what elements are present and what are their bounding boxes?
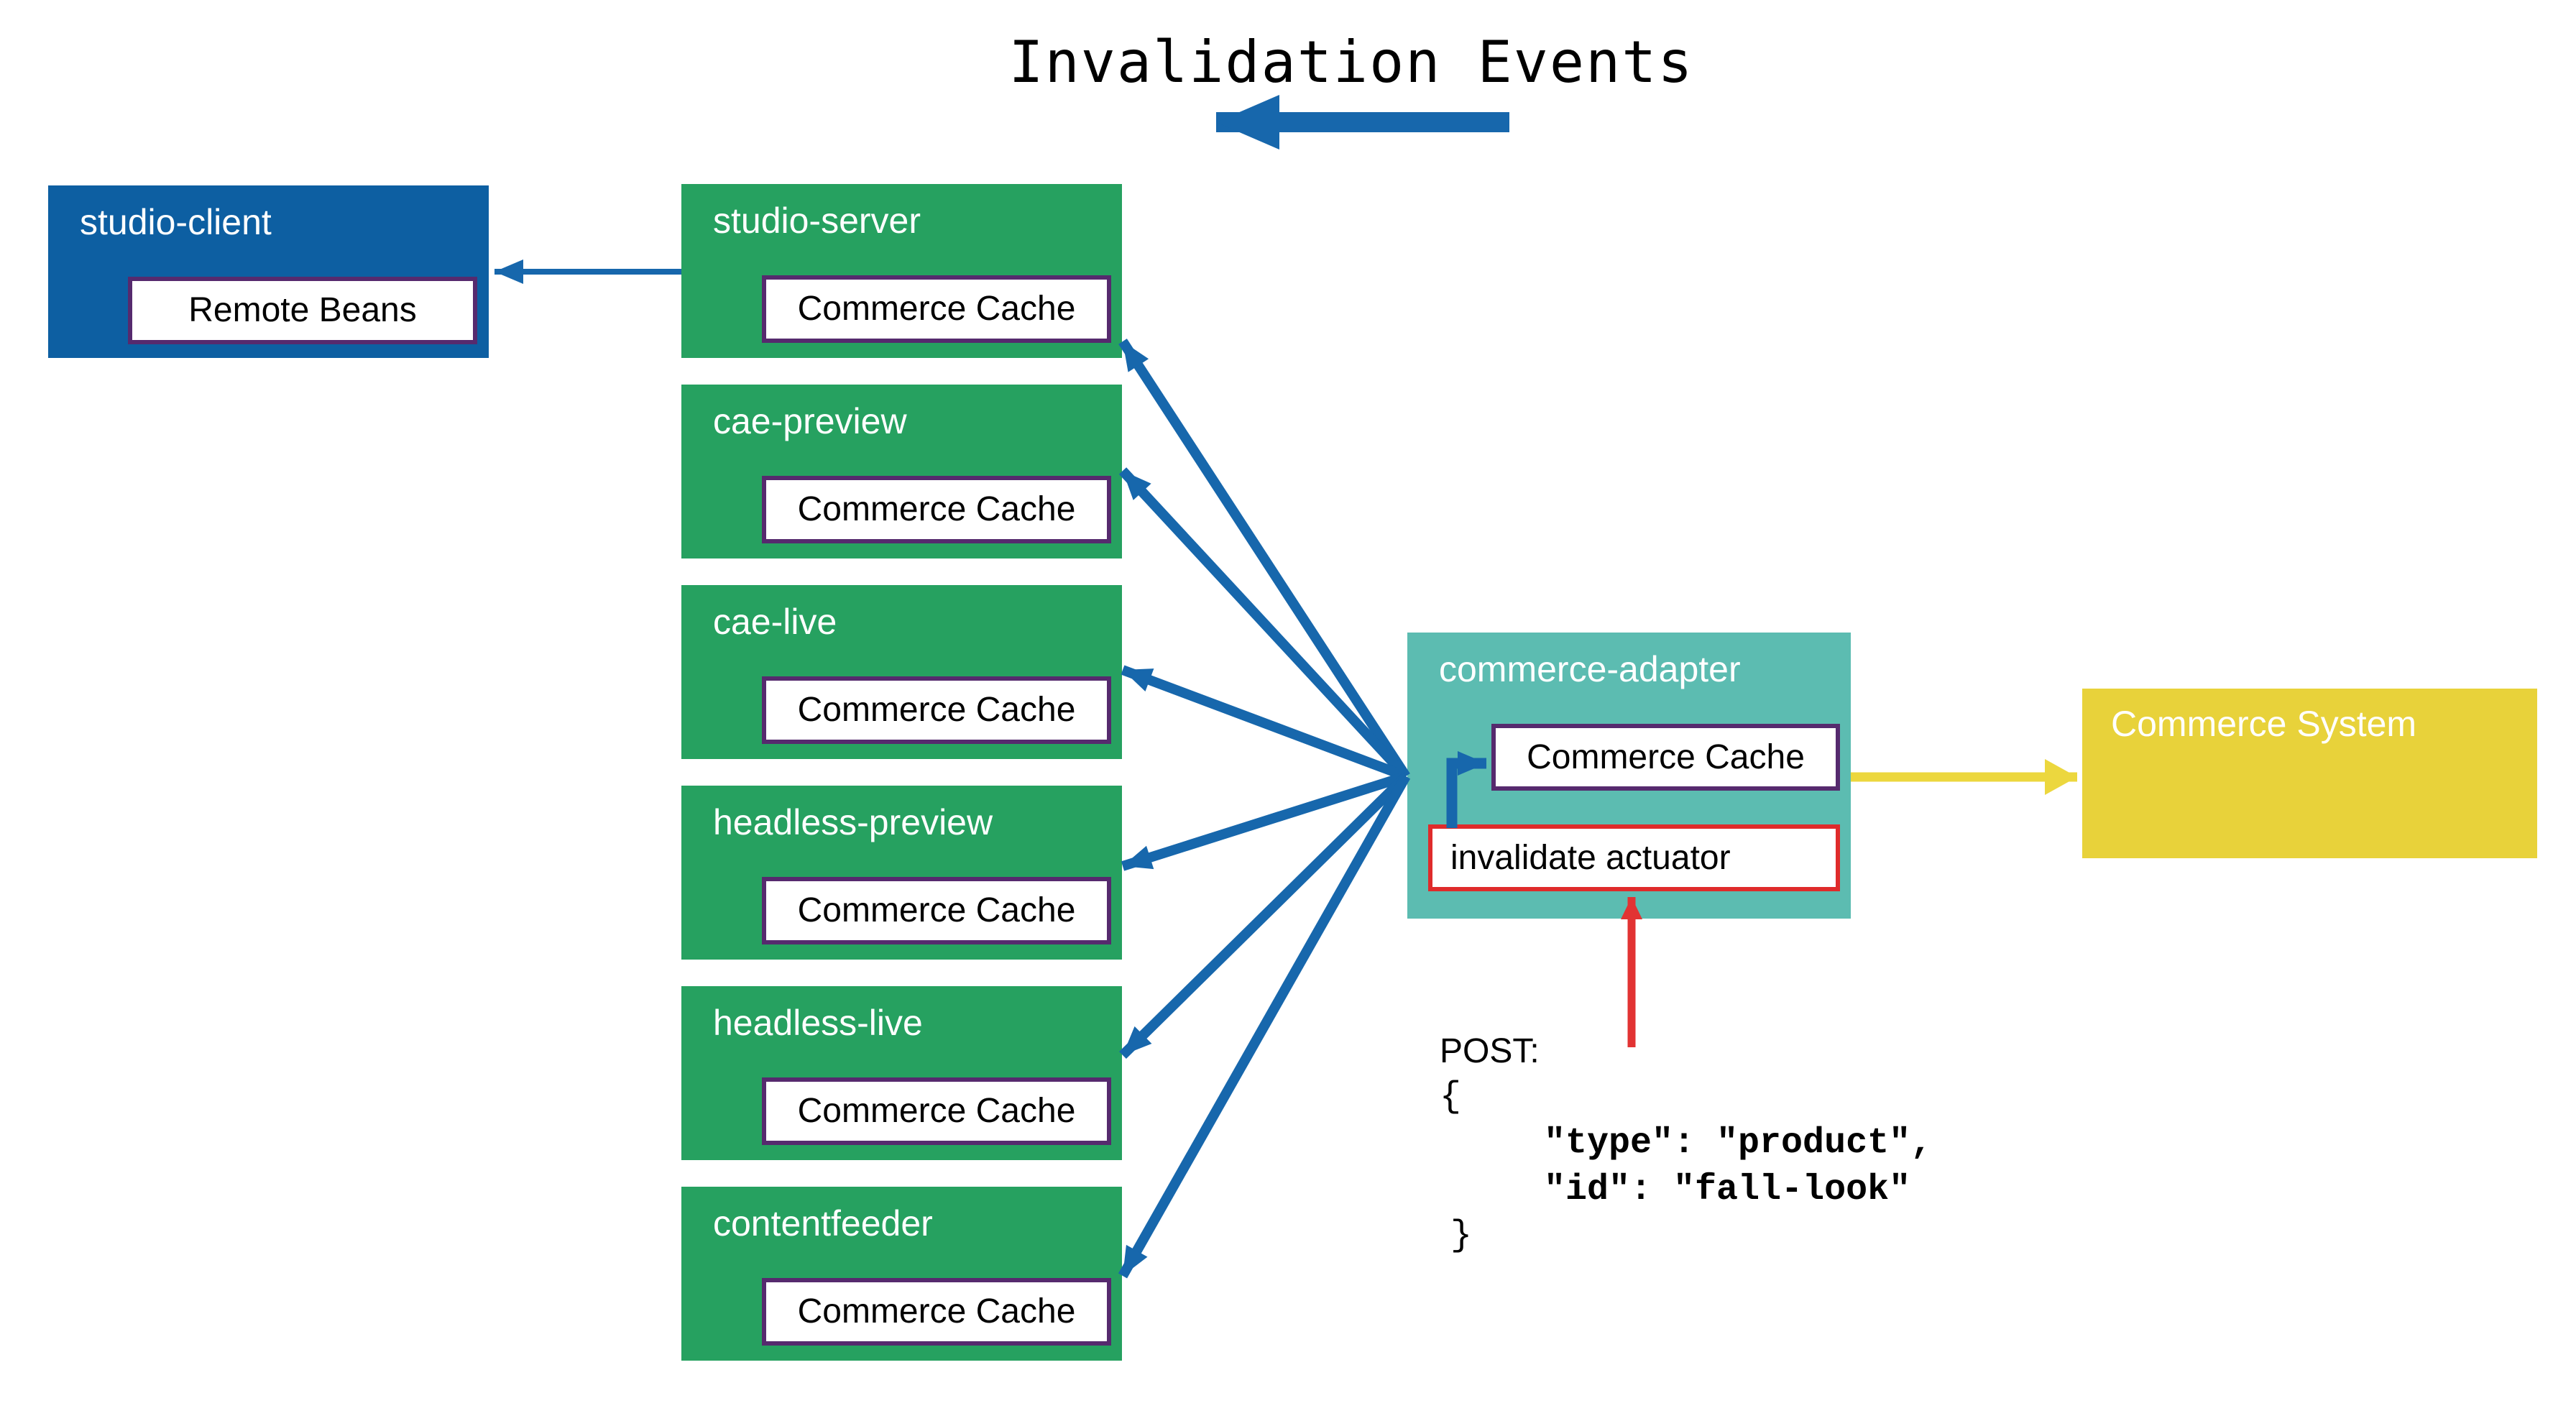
node-cae-live: cae-live Commerce Cache [681, 585, 1122, 759]
arrow-adapter-to-headless-preview [1121, 771, 1408, 871]
post-id-line: "id": "fall-look" [1544, 1169, 1911, 1210]
node-headless-preview-label: headless-preview [713, 802, 993, 842]
arrow-adapter-to-contentfeeder [1118, 773, 1411, 1279]
commerce-cache-box-headless-live: Commerce Cache [762, 1077, 1111, 1145]
node-commerce-adapter: commerce-adapter Commerce Cache invalida… [1407, 633, 1851, 919]
node-headless-live-label: headless-live [713, 1003, 923, 1043]
node-studio-server-label: studio-server [713, 201, 921, 241]
arrow-adapter-to-cae-live [1121, 665, 1408, 781]
node-commerce-adapter-label: commerce-adapter [1439, 649, 1741, 689]
post-open-brace: { [1440, 1077, 1462, 1118]
node-contentfeeder-label: contentfeeder [713, 1203, 933, 1243]
invalidate-actuator-box: invalidate actuator [1428, 824, 1840, 891]
commerce-cache-box-cae-live: Commerce Cache [762, 676, 1111, 744]
node-studio-server: studio-server Commerce Cache [681, 184, 1122, 358]
node-headless-live: headless-live Commerce Cache [681, 986, 1122, 1160]
node-studio-client: studio-client Remote Beans [48, 185, 489, 358]
commerce-cache-box-contentfeeder: Commerce Cache [762, 1278, 1111, 1346]
arrow-adapter-to-cae-preview [1118, 467, 1410, 780]
node-commerce-system: Commerce System [2082, 689, 2537, 858]
node-cae-live-label: cae-live [713, 602, 837, 642]
arrow-adapter-to-headless-live [1119, 773, 1409, 1059]
node-cae-preview-label: cae-preview [713, 401, 907, 441]
diagram-title: Invalidation Events [1008, 29, 1694, 96]
post-payload: POST: { "type": "product", "id": "fall-l… [1440, 1028, 2043, 1259]
commerce-cache-box-headless-preview: Commerce Cache [762, 877, 1111, 944]
post-method-line: POST: [1440, 1032, 1540, 1070]
node-contentfeeder: contentfeeder Commerce Cache [681, 1187, 1122, 1361]
arrow-adapter-to-studio-server [1118, 339, 1410, 779]
commerce-cache-box-adapter: Commerce Cache [1491, 724, 1840, 791]
remote-beans-box: Remote Beans [128, 277, 477, 344]
post-close-brace: } [1450, 1215, 1473, 1256]
node-studio-client-label: studio-client [80, 202, 272, 242]
node-commerce-system-label: Commerce System [2111, 704, 2417, 744]
node-headless-preview: headless-preview Commerce Cache [681, 786, 1122, 960]
commerce-cache-box-cae-preview: Commerce Cache [762, 476, 1111, 543]
node-cae-preview: cae-preview Commerce Cache [681, 385, 1122, 558]
post-type-line: "type": "product", [1544, 1123, 1933, 1164]
commerce-cache-box-studio-server: Commerce Cache [762, 275, 1111, 343]
